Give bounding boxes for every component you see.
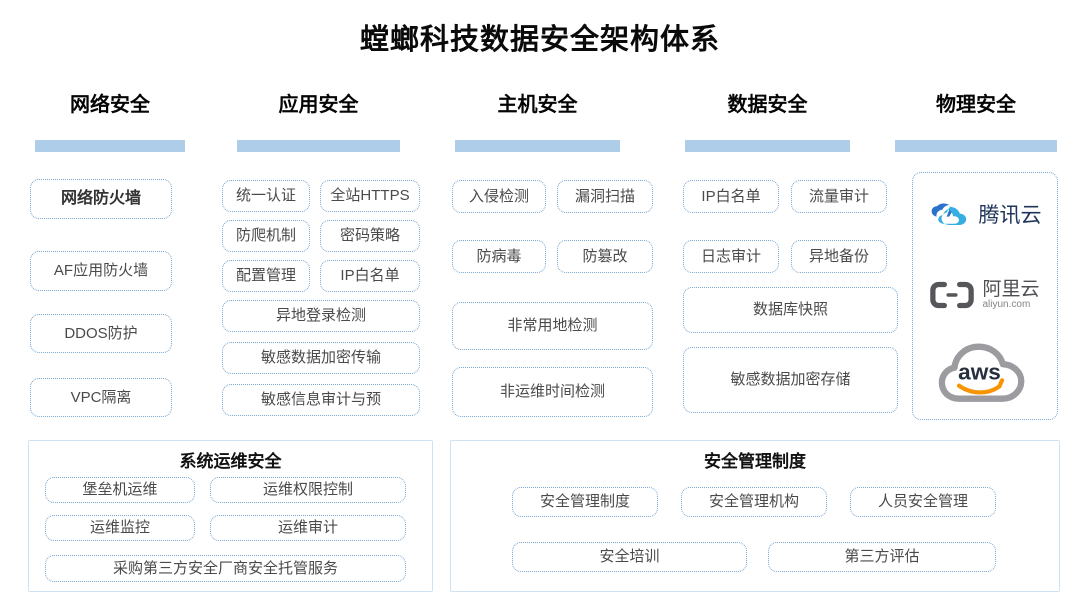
node-ip-whitelist-data: IP白名单 xyxy=(683,180,779,213)
node-unusual-location-detect: 非常用地检测 xyxy=(452,302,653,350)
node-ddos-protection: DDOS防护 xyxy=(30,314,172,353)
accent-bar-network xyxy=(35,140,185,152)
node-remote-login-detect: 异地登录检测 xyxy=(222,300,420,332)
aws-logo: aws xyxy=(918,332,1052,412)
column-header-host: 主机安全 xyxy=(497,94,578,116)
node-ops-monitoring: 运维监控 xyxy=(45,515,195,541)
node-af-app-firewall: AF应用防火墙 xyxy=(30,251,172,291)
node-security-training: 安全培训 xyxy=(512,542,747,572)
alibaba-cloud-label: 阿里云 xyxy=(982,278,1040,300)
node-traffic-audit: 流量审计 xyxy=(791,180,887,213)
aws-label: aws xyxy=(958,360,1001,385)
tencent-cloud-icon xyxy=(931,203,966,225)
node-ops-permission-ctl: 运维权限控制 xyxy=(210,477,406,503)
node-intrusion-detect: 入侵检测 xyxy=(452,180,546,213)
node-mgmt-org: 安全管理机构 xyxy=(681,487,827,517)
node-antivirus: 防病毒 xyxy=(452,240,546,273)
node-non-ops-time-detect: 非运维时间检测 xyxy=(452,367,653,417)
node-bastion-ops: 堡垒机运维 xyxy=(45,477,195,503)
alibaba-cloud-icon xyxy=(930,281,975,309)
column-header-application: 应用安全 xyxy=(278,94,359,116)
column-header-network: 网络安全 xyxy=(70,94,150,116)
node-anti-crawler: 防爬机制 xyxy=(222,220,310,252)
node-full-site-https: 全站HTTPS xyxy=(320,180,420,212)
node-sensitive-audit: 敏感信息审计与预 xyxy=(222,384,420,416)
node-config-mgmt: 配置管理 xyxy=(222,260,310,292)
node-offsite-backup: 异地备份 xyxy=(791,240,887,273)
node-unified-auth: 统一认证 xyxy=(222,180,310,212)
column-header-data: 数据安全 xyxy=(727,94,808,116)
tencent-cloud-label: 腾讯云 xyxy=(978,204,1042,227)
alibaba-cloud-labels: 阿里云 aliyun.com xyxy=(982,278,1040,310)
accent-bar-physical xyxy=(895,140,1057,152)
node-anti-tamper: 防篡改 xyxy=(557,240,653,273)
node-log-audit: 日志审计 xyxy=(683,240,779,273)
panel-mgmt-title: 安全管理制度 xyxy=(704,452,806,471)
node-personnel-mgmt: 人员安全管理 xyxy=(850,487,996,517)
alibaba-cloud-domain: aliyun.com xyxy=(982,298,1031,310)
accent-bar-data xyxy=(685,140,850,152)
node-vpc-isolation: VPC隔离 xyxy=(30,378,172,417)
column-header-physical: 物理安全 xyxy=(936,94,1016,116)
node-sensitive-encrypt-store: 敏感数据加密存储 xyxy=(683,347,898,413)
node-vuln-scan: 漏洞扫描 xyxy=(557,180,653,213)
tencent-cloud-logo: 腾讯云 xyxy=(918,192,1052,236)
page-title: 螳螂科技数据安全架构体系 xyxy=(359,24,720,56)
alibaba-cloud-logo: 阿里云 aliyun.com xyxy=(918,270,1052,320)
node-password-policy: 密码策略 xyxy=(320,220,420,252)
accent-bar-host xyxy=(455,140,620,152)
aws-cloud-icon: aws xyxy=(938,343,1025,402)
node-sensitive-encrypt-tx: 敏感数据加密传输 xyxy=(222,342,420,374)
node-third-party-hosting: 采购第三方安全厂商安全托管服务 xyxy=(45,555,406,582)
node-db-snapshot: 数据库快照 xyxy=(683,287,898,333)
node-mgmt-system: 安全管理制度 xyxy=(512,487,658,517)
accent-bar-application xyxy=(237,140,400,152)
node-ip-whitelist-app: IP白名单 xyxy=(320,260,420,292)
node-third-party-assess: 第三方评估 xyxy=(768,542,996,572)
node-network-firewall: 网络防火墙 xyxy=(30,179,172,219)
panel-ops-title: 系统运维安全 xyxy=(179,452,282,471)
node-ops-audit: 运维审计 xyxy=(210,515,406,541)
